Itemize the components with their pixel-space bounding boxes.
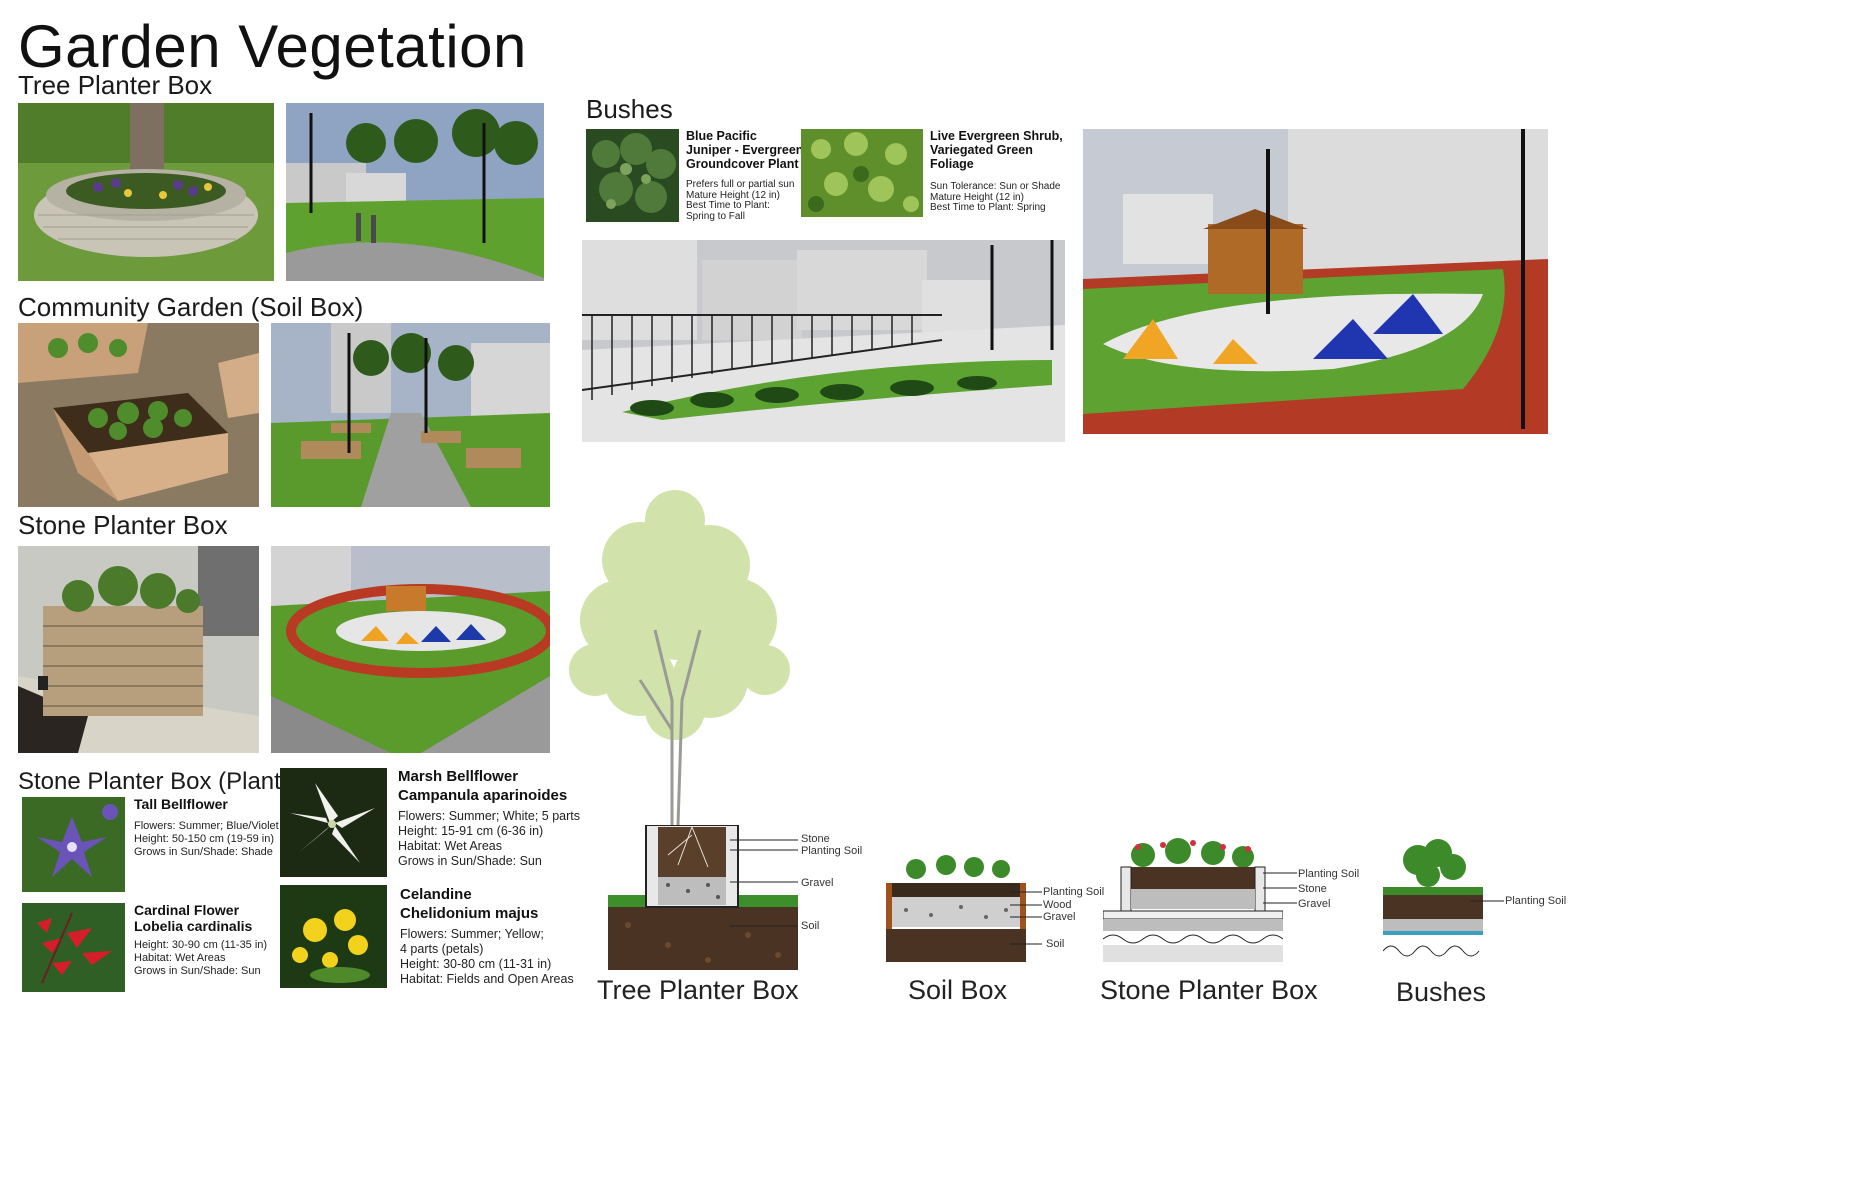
section-title-community-garden: Community Garden (Soil Box) — [18, 292, 364, 322]
plant-desc: Height: 30-90 cm (11-35 in) Habitat: Wet… — [134, 939, 268, 977]
section-title-stone-planter: Stone Planter Box — [18, 510, 228, 540]
stone-label-planting-soil: Planting Soil — [1298, 868, 1360, 880]
tree-planter-render — [286, 103, 544, 281]
soil-label-gravel: Gravel — [1043, 911, 1076, 923]
section-title-stone-plants: Stone Planter Box (Plants) — [18, 768, 301, 795]
tree-planter-photo — [18, 103, 274, 281]
bush-desc: Prefers full or partial sun Mature Heigh… — [686, 179, 795, 222]
tree-label-soil: Soil — [801, 920, 820, 932]
plant-desc: Flowers: Summer; White; 5 parts Height: … — [398, 809, 580, 868]
soil-label-planting-soil: Planting Soil — [1043, 886, 1105, 898]
bushes-render — [582, 240, 1065, 442]
bush-label-planting-soil: Planting Soil — [1505, 895, 1567, 907]
bush-section-caption: Bushes — [1396, 977, 1487, 1007]
playground-render — [1083, 129, 1548, 434]
tree-label-planting-soil: Planting Soil — [801, 845, 863, 857]
bush-name: Live Evergreen Shrub, Variegated Green F… — [930, 129, 1063, 171]
stone-label-stone: Stone — [1298, 883, 1327, 895]
section-title-tree-planter: Tree Planter Box — [18, 70, 213, 100]
stone-planter-photo — [18, 546, 259, 753]
soil-label-wood: Wood — [1043, 899, 1072, 911]
soil-section-caption: Soil Box — [908, 975, 1008, 1005]
stone-planter-section — [1103, 835, 1283, 962]
plant-name: Marsh Bellflower Campanula aparinoides — [398, 768, 568, 804]
stone-label-gravel: Gravel — [1298, 898, 1331, 910]
plant-name: Tall Bellflower — [134, 796, 228, 812]
stone-planter-render — [271, 546, 550, 753]
plant-name: Cardinal Flower Lobelia cardinalis — [134, 902, 253, 934]
plant-desc: Flowers: Summer; Yellow; 4 parts (petals… — [400, 927, 574, 986]
tree-section-caption: Tree Planter Box — [597, 975, 799, 1005]
tree-planter-section — [608, 825, 798, 970]
bush-desc: Sun Tolerance: Sun or Shade Mature Heigh… — [930, 181, 1061, 213]
marsh-bellflower-photo — [280, 768, 387, 877]
soil-section-leaders — [1010, 891, 1042, 945]
cardinal-flower-photo — [22, 903, 125, 992]
bush-section-leader — [1470, 900, 1504, 902]
soil-label-soil: Soil — [1046, 938, 1065, 950]
tree-label-stone: Stone — [801, 833, 830, 845]
celandine-photo — [280, 885, 387, 988]
stone-section-caption: Stone Planter Box — [1100, 975, 1318, 1005]
tree-label-gravel: Gravel — [801, 877, 834, 889]
tree-section-leaders — [730, 839, 798, 927]
tree-illustration — [560, 480, 796, 825]
soil-box-render — [271, 323, 550, 507]
soil-box-section — [886, 855, 1026, 962]
bush-name: Blue Pacific Juniper - Evergreen Groundc… — [686, 129, 804, 171]
tall-bellflower-photo — [22, 797, 125, 892]
page-title: Garden Vegetation — [18, 13, 527, 80]
plant-name: Celandine Chelidonium majus — [400, 886, 539, 922]
evergreen-shrub-photo — [801, 129, 923, 217]
blue-pacific-juniper-photo — [586, 129, 679, 222]
stone-section-leaders — [1263, 872, 1297, 904]
soil-box-photo — [18, 323, 259, 507]
bushes-section — [1383, 835, 1483, 965]
section-title-bushes: Bushes — [586, 94, 673, 124]
plant-desc: Flowers: Summer; Blue/Violet Height: 50-… — [134, 820, 279, 858]
